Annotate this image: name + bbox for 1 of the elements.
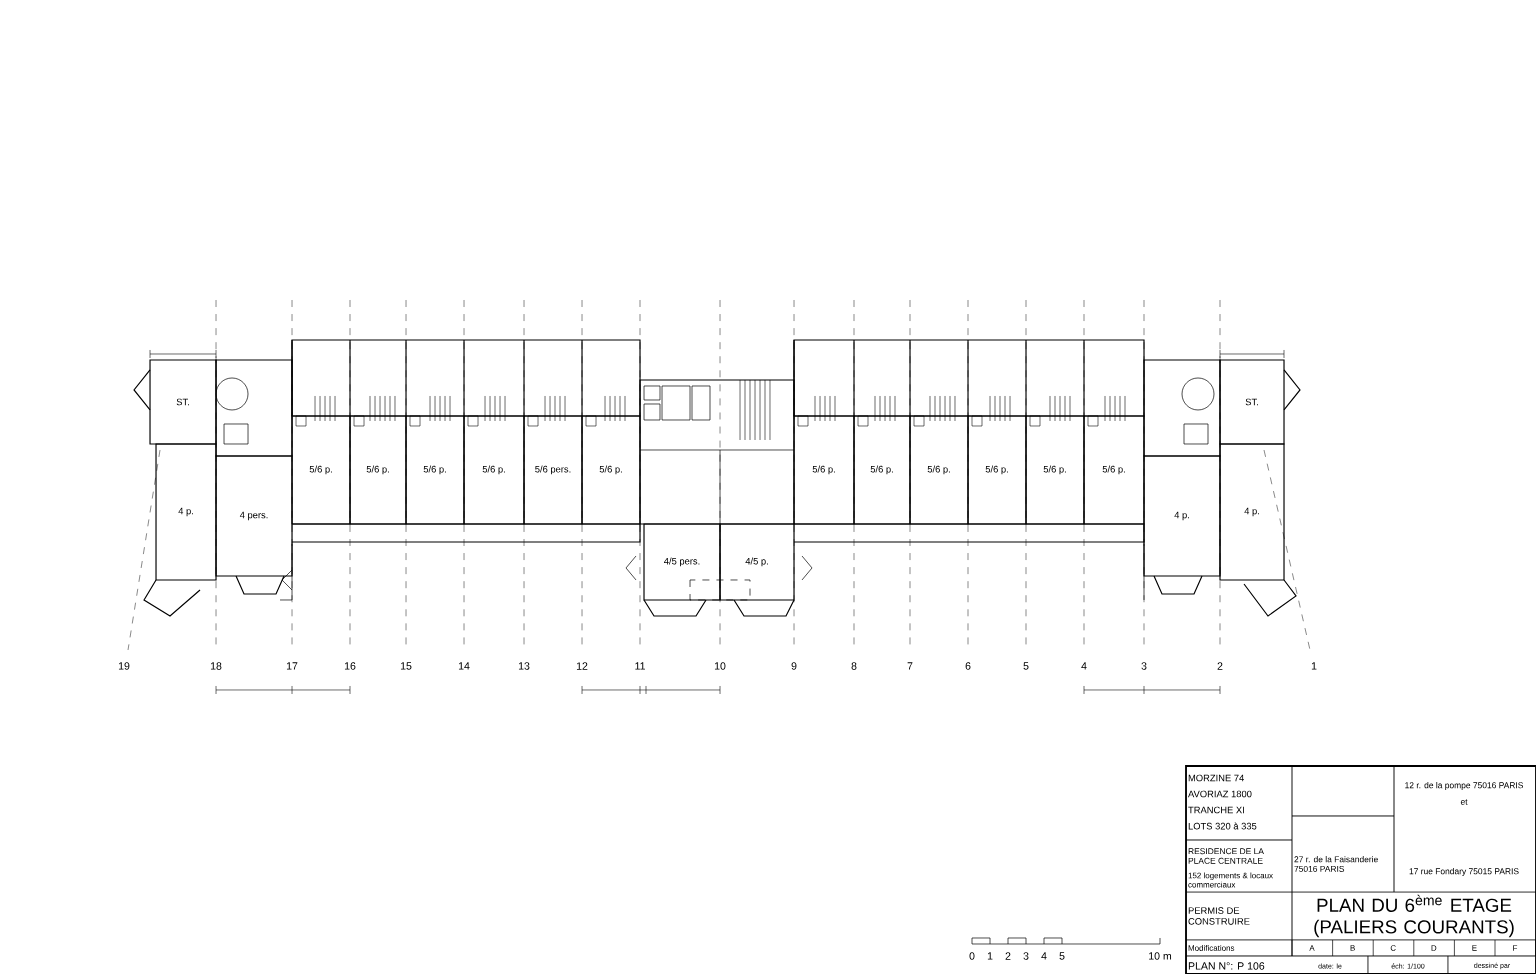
drawing-title: PLAN DU 6$^{ème}$ ETAGE (PALIERS COURANTS) [1314, 894, 1514, 938]
